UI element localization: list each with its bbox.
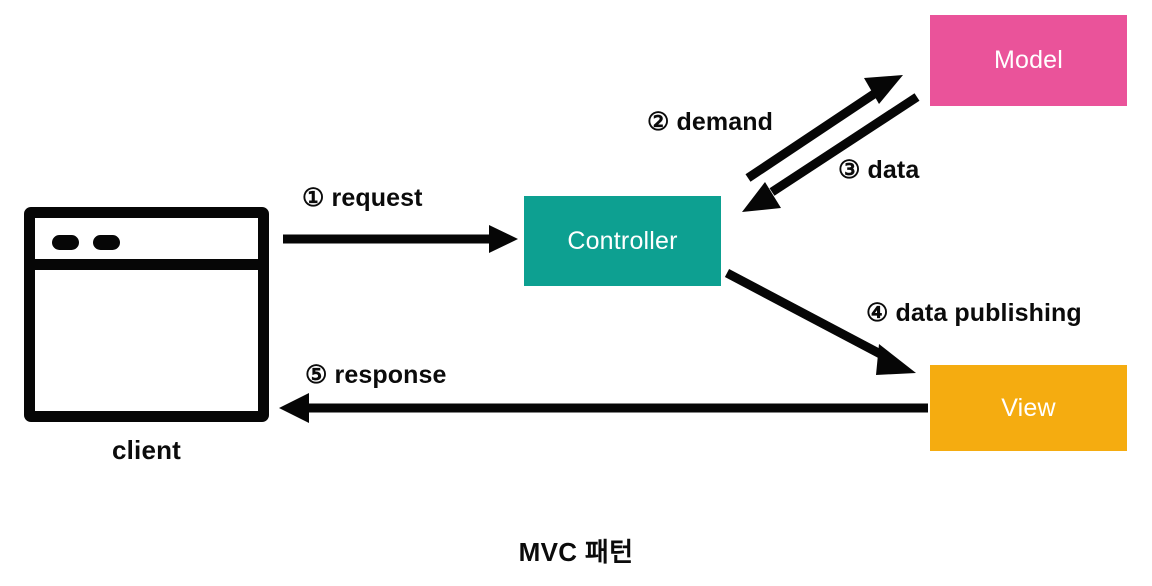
client-node: client (24, 207, 269, 465)
arrow-label-request: ① request (302, 184, 423, 212)
diagram-caption: MVC 패턴 (518, 537, 634, 567)
titlebar-pill-icon (52, 235, 79, 250)
arrow-data (742, 93, 920, 212)
arrow-label-data: ③ data (838, 156, 920, 184)
browser-window-icon (24, 207, 269, 422)
arrow-label-response: ⑤ response (305, 361, 447, 389)
titlebar-pill-icon (93, 235, 120, 250)
node-model: Model (930, 15, 1127, 106)
arrow-label-demand: ② demand (647, 108, 774, 136)
node-controller: Controller (524, 196, 721, 286)
browser-titlebar (35, 218, 258, 270)
arrow-demand (745, 75, 903, 182)
arrow-data-publishing (724, 269, 916, 375)
arrow-request (283, 225, 518, 253)
arrow-label-data-publishing: ④ data publishing (866, 299, 1082, 327)
arrow-response (279, 393, 928, 423)
node-view: View (930, 365, 1127, 451)
client-label: client (111, 435, 182, 465)
